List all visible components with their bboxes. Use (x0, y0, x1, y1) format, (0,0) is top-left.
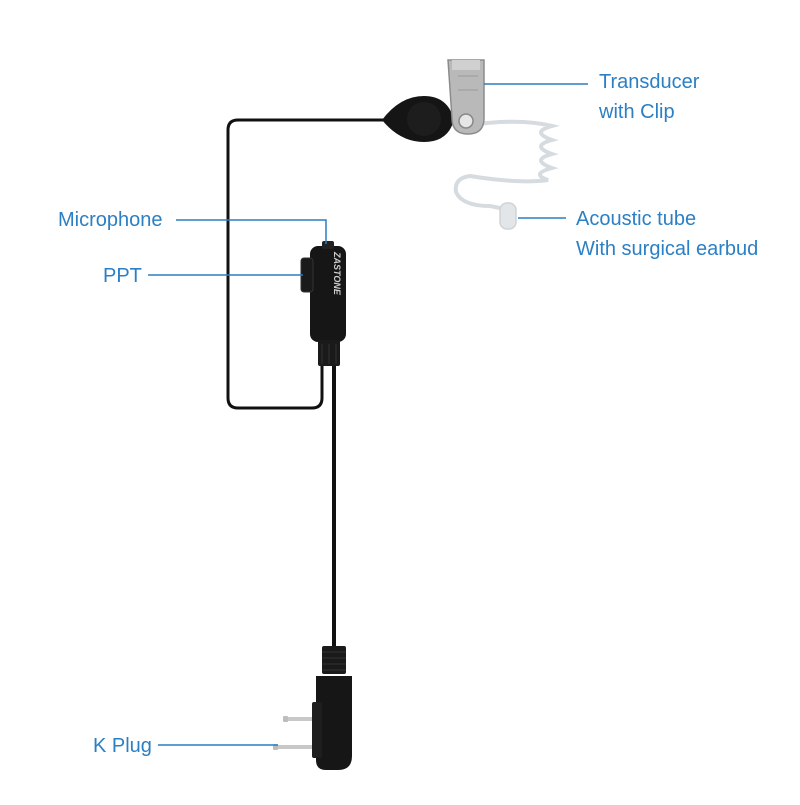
acoustic-tube (453, 119, 560, 210)
transducer-label-line1: Transducer (599, 71, 700, 93)
ptt-microphone-unit: ZASTONE (300, 241, 346, 366)
acoustic-tube-label-line1: Acoustic tube (576, 208, 697, 230)
microphone-label: Microphone (58, 209, 163, 231)
earbud (499, 202, 517, 230)
k-plug-label: K Plug (93, 735, 152, 757)
acoustic-tube-label: Acoustic tube With surgical earbud (576, 204, 758, 264)
transducer-label: Transducer with Clip (599, 67, 699, 127)
metal-clip (447, 59, 485, 135)
ppt-label: PPT (103, 265, 142, 287)
brand-logo-text: ZASTONE (332, 251, 342, 296)
k-plug (273, 646, 352, 770)
transducer-label-line2: with Clip (599, 101, 675, 123)
acoustic-tube-label-line2: With surgical earbud (576, 238, 759, 260)
leader-line-microphone (176, 219, 327, 244)
transducer (382, 96, 454, 142)
earpiece-cable (226, 118, 395, 410)
